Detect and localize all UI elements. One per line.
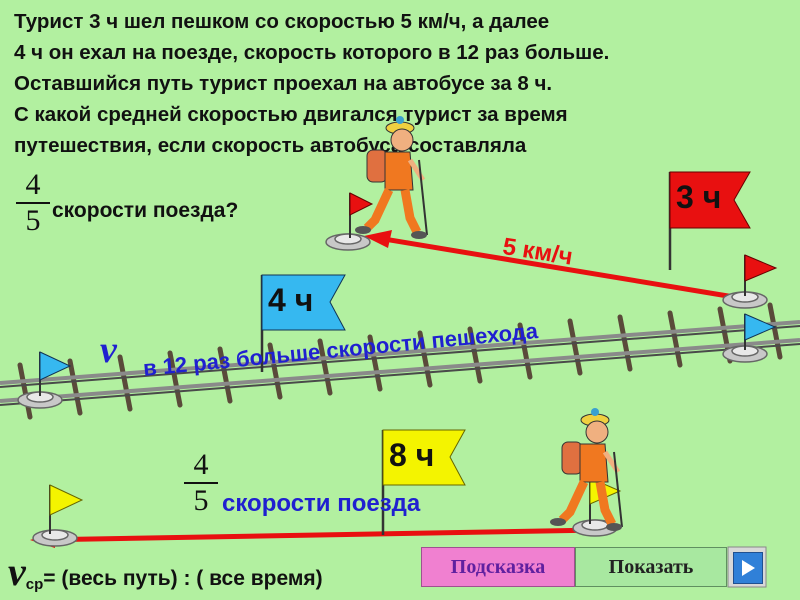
- formula: vср= (весь путь) : ( все время): [8, 548, 323, 595]
- formula-symbol: v: [8, 549, 26, 594]
- problem-line-3: Оставшийся путь турист проехал на автобу…: [14, 72, 553, 95]
- train-flag-label: 4 ч: [268, 282, 314, 318]
- hint-button[interactable]: Подсказка: [421, 547, 575, 587]
- marker-stone-walk-start: [325, 233, 371, 251]
- problem-text: Турист 3 ч шел пешком со скоростью 5 км/…: [14, 6, 794, 161]
- problem-line-1: Турист 3 ч шел пешком со скоростью 5 км/…: [14, 10, 550, 33]
- walk-time-flag: [668, 171, 751, 270]
- play-icon: [742, 560, 755, 576]
- problem-line-4: С какой средней скоростью двигался турис…: [14, 103, 568, 126]
- walk-path-arrow: [364, 230, 741, 301]
- bus-time-flag: [381, 429, 466, 535]
- marker-stone-bus-start: [32, 529, 78, 547]
- walk-flag-label: 3 ч: [676, 179, 722, 215]
- fraction-bar: [184, 482, 218, 484]
- play-button[interactable]: [733, 552, 763, 584]
- railway-track: [0, 302, 800, 420]
- hiker-icon: [355, 116, 428, 239]
- bus-speed-text: скорости поезда: [222, 490, 421, 517]
- fraction-denominator: 5: [25, 204, 41, 237]
- marker-stone-train-start: [17, 391, 63, 409]
- fraction-bar: [16, 202, 50, 204]
- blue-flag-icon: [744, 313, 777, 350]
- train-time-flag: [260, 274, 346, 372]
- hiker-icon: [550, 408, 623, 531]
- fraction-bus: 4 5: [184, 450, 218, 516]
- red-flag-icon: [744, 254, 778, 296]
- fraction-denominator: 5: [193, 484, 209, 517]
- bus-path-line: [30, 527, 601, 548]
- problem-line-2: 4 ч он ехал на поезде, скорость которого…: [14, 41, 610, 64]
- red-flag-icon: [349, 192, 374, 238]
- fraction-numerator: 4: [193, 448, 209, 481]
- fraction-top: 4 5: [16, 170, 50, 236]
- train-speed-symbol: v: [100, 329, 117, 371]
- yellow-flag-icon: [49, 484, 84, 534]
- formula-subscript: ср: [25, 576, 44, 594]
- blue-flag-icon: [39, 351, 72, 396]
- formula-text: = (весь путь) : ( все время): [43, 567, 323, 590]
- bus-flag-label: 8 ч: [389, 437, 435, 473]
- fraction-numerator: 4: [25, 168, 41, 201]
- fraction-top-text: скорости поезда?: [52, 199, 239, 222]
- show-button[interactable]: Показать: [575, 547, 727, 587]
